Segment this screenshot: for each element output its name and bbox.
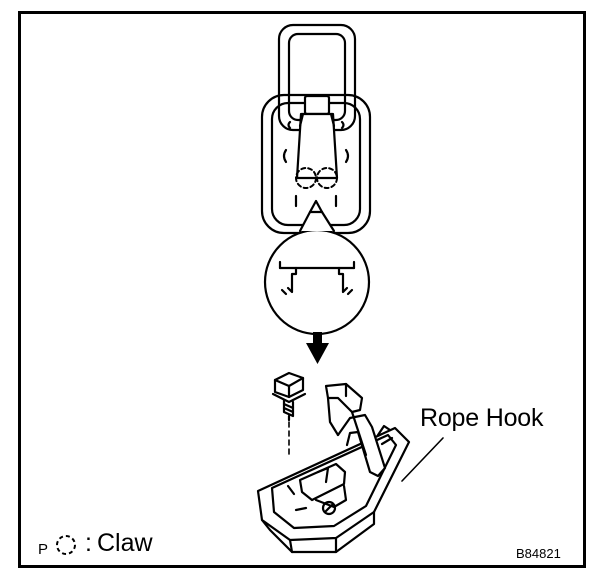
figure-number: B84821: [516, 546, 561, 561]
rope-hook-isometric: [256, 382, 411, 554]
rope-hook-label: Rope Hook: [420, 404, 544, 432]
bolt-icon: [271, 371, 307, 459]
legend-claw-label: Claw: [97, 529, 153, 557]
legend-separator: :: [85, 529, 92, 557]
legend-prefix: P: [38, 541, 49, 558]
dashed-circle-icon: [56, 535, 76, 555]
callout-leader-line: [401, 437, 444, 482]
claw-marker-right: [316, 167, 338, 189]
diagram-frame: [18, 11, 586, 568]
down-arrow-icon: [306, 332, 329, 364]
claw-detail-magnifier: [263, 199, 371, 336]
